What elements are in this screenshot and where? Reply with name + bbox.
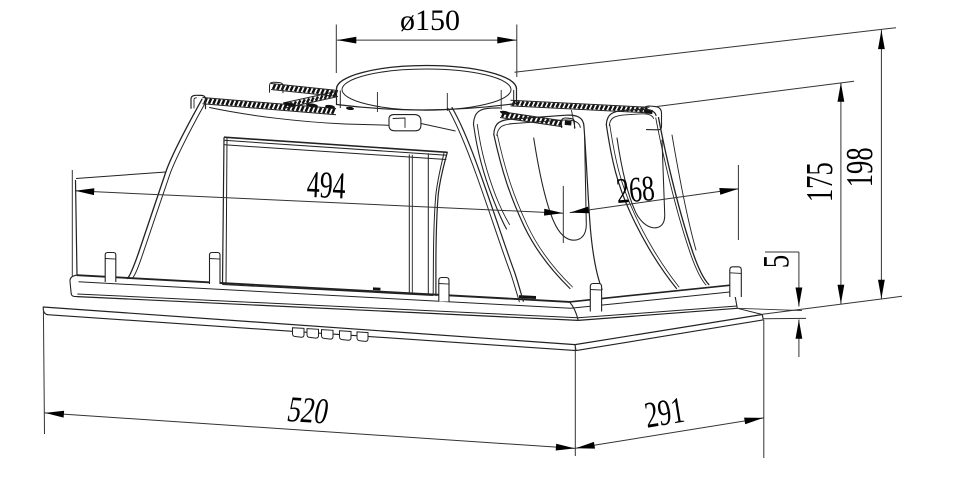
- svg-text:5: 5: [755, 255, 796, 268]
- svg-text:198: 198: [839, 147, 881, 187]
- svg-text:291: 291: [642, 388, 688, 435]
- svg-text:494: 494: [306, 164, 347, 208]
- svg-text:520: 520: [284, 388, 332, 431]
- svg-text:ø150: ø150: [400, 4, 460, 37]
- svg-text:268: 268: [615, 168, 657, 212]
- svg-text:175: 175: [799, 162, 841, 202]
